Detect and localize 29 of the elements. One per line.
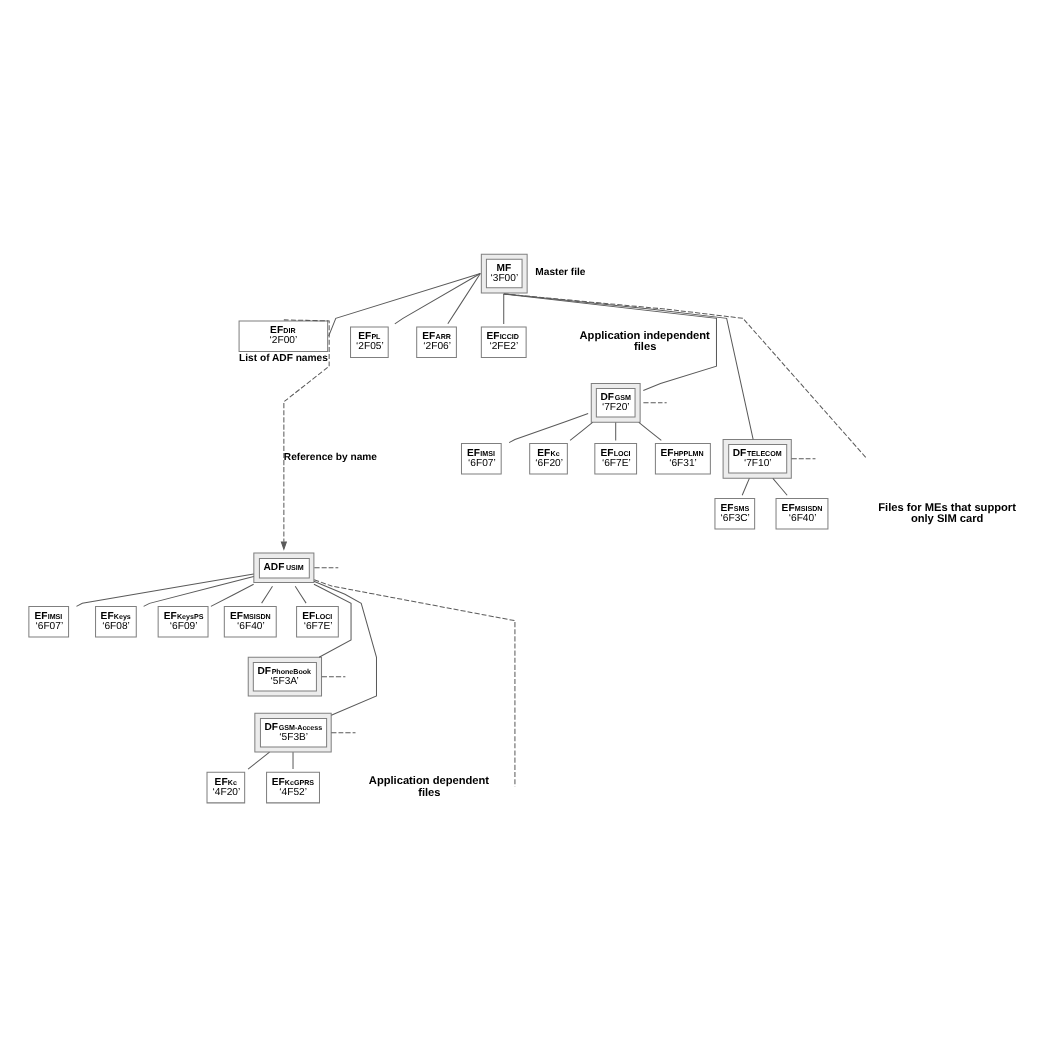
connector bbox=[503, 293, 505, 325]
connector bbox=[313, 583, 352, 658]
connector bbox=[642, 402, 668, 404]
connector bbox=[503, 293, 754, 440]
connector bbox=[447, 273, 481, 325]
connector bbox=[503, 293, 717, 392]
connector bbox=[294, 585, 307, 604]
connector bbox=[615, 421, 617, 441]
connector bbox=[790, 458, 816, 460]
connector bbox=[261, 585, 273, 604]
connector bbox=[638, 421, 662, 441]
connector bbox=[394, 273, 481, 325]
connector bbox=[321, 676, 346, 678]
connector bbox=[508, 413, 589, 444]
connector bbox=[313, 567, 339, 569]
connector bbox=[313, 579, 516, 787]
connector bbox=[503, 293, 867, 459]
connector bbox=[313, 580, 377, 716]
connector bbox=[210, 583, 255, 607]
connector bbox=[292, 751, 294, 770]
connector bbox=[143, 576, 255, 607]
connector bbox=[328, 273, 481, 337]
connector bbox=[330, 732, 356, 734]
connector bbox=[772, 477, 788, 496]
connector bbox=[569, 421, 594, 441]
connector bbox=[75, 573, 255, 607]
connector bbox=[247, 751, 271, 770]
arrow bbox=[280, 319, 330, 551]
connector bbox=[741, 477, 750, 496]
